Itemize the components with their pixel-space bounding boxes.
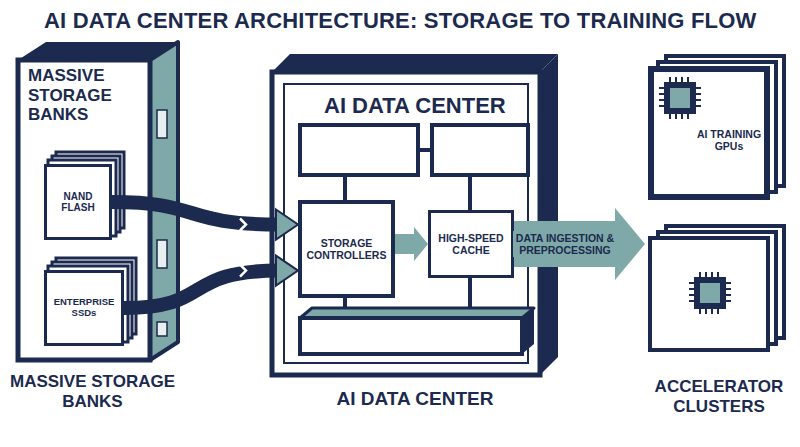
arrow-head xyxy=(276,210,298,240)
datacenter-modules xyxy=(300,125,534,354)
datacenter-modules-part xyxy=(432,125,528,175)
panel-label: MASSIVE STORAGE BANKS xyxy=(10,372,175,411)
gpu-stack-part xyxy=(650,238,768,350)
chip-icon-part xyxy=(670,88,690,108)
diagram-title: AI DATA CENTER ARCHITECTURE: STORAGE TO … xyxy=(44,8,757,34)
box-label: STORAGE CONTROLLERS xyxy=(305,237,388,261)
flow-arrow xyxy=(395,227,428,261)
storage-panel: MASSIVE STORAGE BANKSMASSIVE STORAGE BAN… xyxy=(18,58,150,360)
group-label: ACCELERATOR CLUSTERS xyxy=(648,377,790,416)
data-pipe xyxy=(124,256,298,308)
box-label: HIGH-SPEED CACHE xyxy=(434,232,508,256)
storage-card: NAND FLASH xyxy=(44,164,112,240)
storage-rack-part xyxy=(18,60,150,360)
gpu-label: AI TRAINING GPUs xyxy=(692,128,766,152)
card-label: ENTERPRISE SSDs xyxy=(50,297,118,319)
storage-rack-part xyxy=(157,110,167,138)
data-pipe xyxy=(112,202,298,240)
datacenter-modules-part xyxy=(300,318,522,354)
chip-icon-part xyxy=(694,277,726,309)
chip-icon-part xyxy=(664,82,696,114)
datacenter-housing-part xyxy=(284,84,528,363)
storage-rack-part xyxy=(157,240,167,268)
storage-card: ENTERPRISE SSDs xyxy=(44,270,124,346)
gpu-stack-part xyxy=(650,68,768,198)
datacenter-housing-part xyxy=(540,54,558,375)
chip-icon-part xyxy=(700,283,720,303)
datacenter-housing xyxy=(272,54,558,375)
chip-icon-part xyxy=(689,272,731,314)
gpu-stack xyxy=(650,56,784,350)
pipe-chevron xyxy=(240,219,246,231)
cache-box: HIGH-SPEED CACHE xyxy=(428,210,514,278)
block-arrow xyxy=(514,208,645,280)
arrow-head xyxy=(276,256,298,286)
block-arrow xyxy=(395,227,428,261)
process-box: STORAGE CONTROLLERS xyxy=(298,200,395,298)
datacenter-panel: AI DATA CENTERAI DATA CENTERSTORAGE CONT… xyxy=(272,55,558,375)
card-label: NAND FLASH xyxy=(50,191,106,214)
panel-heading: AI DATA CENTER xyxy=(324,93,544,118)
datacenter-modules-part xyxy=(300,125,418,175)
storage-rack-part xyxy=(157,322,167,336)
flow-arrow xyxy=(514,208,645,280)
pipe-line xyxy=(112,202,280,225)
accelerator-group: ACCELERATOR CLUSTERSAI TRAINING GPUs xyxy=(645,60,775,350)
gpu-unit: AI TRAINING GPUs xyxy=(650,68,768,198)
pipe-line xyxy=(124,271,280,308)
chip-icon-part xyxy=(659,77,701,119)
panel-label: AI DATA CENTER xyxy=(272,388,558,410)
panel-heading: MASSIVE STORAGE BANKS xyxy=(28,66,140,125)
datacenter-housing-part xyxy=(272,54,558,72)
pipe-chevron xyxy=(240,265,246,277)
edge-label: DATA INGESTION & PREPROCESSING xyxy=(513,231,617,257)
